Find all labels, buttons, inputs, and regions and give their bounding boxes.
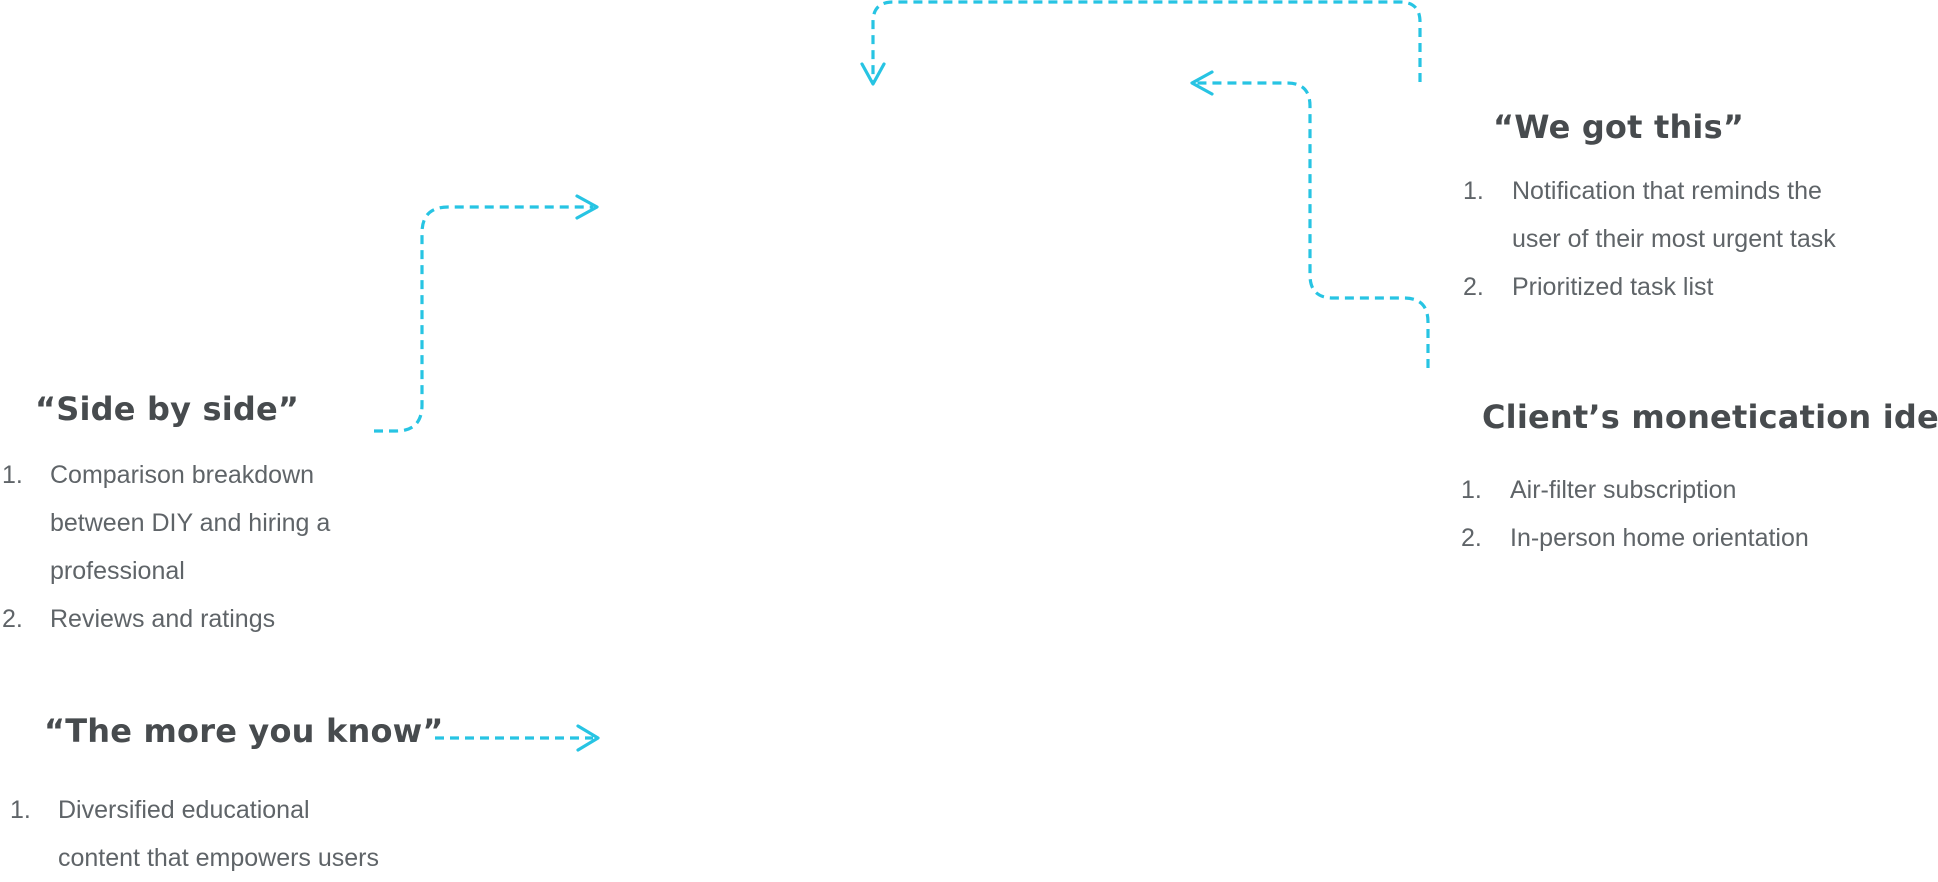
list-item-number: 2. [1461, 524, 1482, 552]
list-item: 2. Reviews and ratings [2, 595, 330, 643]
list-item: 1. Notification that reminds the user of… [1463, 167, 1836, 263]
list-item: 1. Air-filter subscription [1461, 466, 1809, 514]
arrow-more-you-know-to-screen [435, 724, 600, 752]
arrow-top-to-left [860, 0, 1422, 86]
list-side-by-side: 1. Comparison breakdown between DIY and … [2, 451, 330, 643]
list-item-number: 1. [2, 461, 23, 489]
list-item: 1. Comparison breakdown between DIY and … [2, 451, 330, 595]
list-item: 1. Diversified educational content that … [10, 786, 379, 882]
heading-more-you-know: “The more you know” [44, 712, 444, 750]
heading-side-by-side: “Side by side” [35, 390, 300, 428]
list-item-text: In-person home orientation [1510, 524, 1809, 552]
list-more-you-know: 1. Diversified educational content that … [10, 786, 379, 882]
list-item-text: Prioritized task list [1512, 273, 1714, 301]
heading-monetization: Client’s monetication idea [1482, 398, 1938, 436]
list-item-number: 2. [2, 605, 23, 633]
list-item-number: 1. [1463, 177, 1484, 205]
list-item-text: Reviews and ratings [50, 605, 276, 633]
list-item-text: Notification that reminds the user of th… [1512, 177, 1836, 253]
list-item: 2. Prioritized task list [1463, 263, 1836, 311]
list-item-number: 1. [1461, 476, 1482, 504]
list-item-text: Diversified educational content that emp… [58, 796, 379, 872]
list-monetization: 1. Air-filter subscription 2. In-person … [1461, 466, 1809, 562]
arrow-side-by-side-to-screen [374, 194, 599, 433]
arrow-monetization-to-screen [1190, 70, 1430, 368]
list-item-text: Air-filter subscription [1510, 476, 1737, 504]
list-item-number: 2. [1463, 273, 1484, 301]
list-item-text: Comparison breakdown between DIY and hir… [50, 461, 331, 585]
list-item: 2. In-person home orientation [1461, 514, 1809, 562]
list-we-got-this: 1. Notification that reminds the user of… [1463, 167, 1836, 311]
list-item-number: 1. [10, 796, 31, 824]
heading-we-got-this: “We got this” [1493, 108, 1745, 146]
